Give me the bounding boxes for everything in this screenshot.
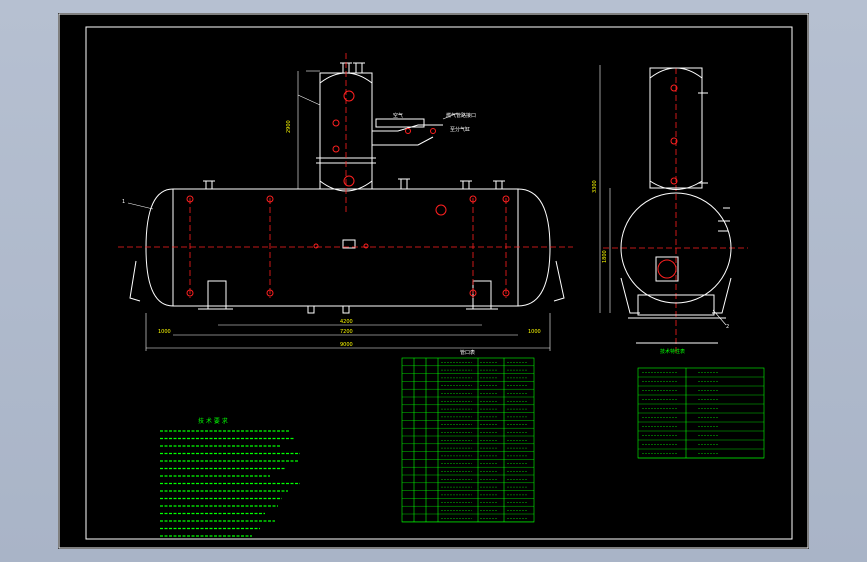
dim-total-length: 9000 (340, 342, 353, 348)
callout-mid: 至分气缸 (450, 126, 470, 133)
view-label: 技术特性表 (660, 348, 685, 355)
dim-shell-length: 7200 (340, 329, 353, 335)
callouts: 燃气管路接口 至分气缸 空气 1 2 (122, 112, 729, 330)
dim-dome-height: 2900 (286, 120, 292, 133)
center-lines (118, 53, 748, 353)
nozzle-table-rows (402, 362, 534, 522)
balloon-2: 2 (726, 324, 729, 330)
dim-side-height: 3300 (592, 180, 598, 193)
dim-right: 1000 (528, 329, 541, 335)
notes-title: 技 术 要 求 (198, 417, 228, 425)
dimension-lines (145, 70, 551, 351)
balloon-1: 1 (122, 199, 125, 205)
table-title: 管口表 (460, 349, 475, 356)
outer-frame (58, 13, 809, 549)
notes-block (160, 430, 300, 537)
dim-support-spacing: 4200 (340, 319, 353, 325)
side-view (620, 67, 732, 344)
spec-table-rows (638, 372, 764, 459)
dimension-text: 9000 7200 4200 1000 1000 2900 (158, 120, 541, 348)
side-red-marks (657, 84, 678, 279)
side-dimensions (599, 65, 611, 313)
dim-diameter: 1800 (602, 250, 608, 263)
callout-top: 燃气管路接口 (446, 112, 476, 119)
cad-drawing: 9000 7200 4200 1000 1000 2900 燃气管路接口 至分气… (58, 13, 809, 549)
inner-frame (85, 26, 793, 540)
nozzle-table (401, 357, 535, 523)
drawing-sheet: 9000 7200 4200 1000 1000 2900 燃气管路接口 至分气… (58, 13, 809, 549)
callout-left: 空气 (393, 112, 403, 119)
red-nozzle-marks (186, 90, 510, 297)
dim-left: 1000 (158, 329, 171, 335)
